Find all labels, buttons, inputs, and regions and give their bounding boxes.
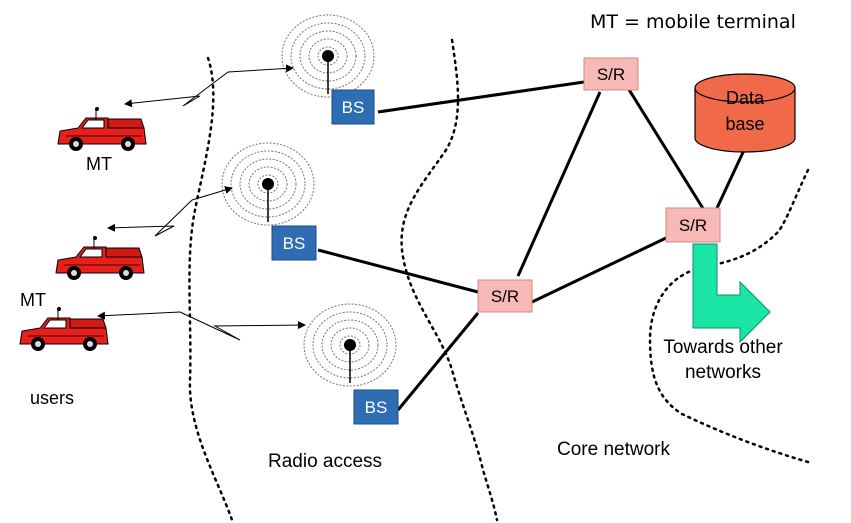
base-station-label: BS	[365, 398, 388, 417]
car-icon	[19, 306, 109, 352]
router-label: S/R	[491, 287, 519, 306]
link-db-sr2	[715, 147, 747, 209]
link-bs1-sr1	[377, 80, 585, 114]
mt-label-top: MT	[86, 154, 112, 174]
link-sr1-sr3	[516, 91, 602, 277]
base-station-1: BS	[331, 89, 375, 125]
link-sr3-sr2	[531, 236, 667, 304]
database-icon: Data base	[694, 73, 796, 153]
radio-boundary-1	[188, 56, 234, 522]
towards-label-line1: Towards other	[663, 337, 783, 358]
core-boundary	[648, 168, 810, 464]
legend-text: MT = mobile terminal	[590, 11, 796, 33]
radio-boundary-2	[400, 38, 499, 522]
radio-access-label: Radio access	[268, 451, 382, 472]
router-label: S/R	[597, 65, 625, 84]
car-icon	[57, 106, 147, 152]
radio-link-1b	[227, 64, 294, 73]
car-icon	[55, 235, 145, 281]
towards-label-line2: networks	[685, 362, 761, 383]
mt-label-bottom: MT	[20, 290, 46, 310]
link-bs2-sr3	[317, 248, 479, 294]
base-station-label: BS	[342, 98, 365, 117]
router-2: S/R	[665, 207, 721, 243]
users-label: users	[30, 388, 74, 408]
link-sr1-sr2	[626, 87, 706, 211]
database-label-line2: base	[725, 114, 764, 134]
radio-link-2	[107, 199, 193, 237]
outbound-arrow-icon	[692, 243, 771, 344]
base-station-3: BS	[353, 389, 399, 425]
link-bs3-sr3	[396, 312, 480, 411]
radio-link-2b	[191, 186, 233, 201]
base-station-label: BS	[283, 234, 306, 253]
router-1: S/R	[583, 57, 639, 91]
core-network-label: Core network	[557, 439, 670, 460]
antenna-icon	[221, 142, 315, 226]
antenna-icon	[281, 14, 375, 98]
antenna-icon	[303, 303, 397, 387]
radio-link-3	[179, 311, 306, 341]
router-3: S/R	[477, 279, 533, 313]
base-station-2: BS	[271, 225, 317, 261]
radio-link-3b	[97, 311, 181, 320]
router-label: S/R	[679, 216, 707, 235]
database-label-line1: Data	[726, 88, 765, 108]
radio-link-1	[124, 71, 229, 108]
